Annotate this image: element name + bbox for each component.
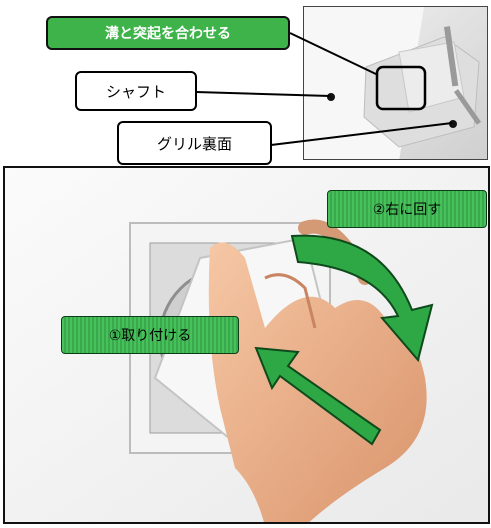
align-groove-label: 溝と突起を合わせる xyxy=(46,16,290,50)
leader-line-shaft xyxy=(195,91,331,97)
step-attach-callout: ①取り付ける xyxy=(61,316,239,354)
leader-line-groove xyxy=(289,32,379,76)
rotate-arrow xyxy=(290,234,434,363)
grille-back-label: グリル裏面 xyxy=(117,121,272,165)
leader-line-grille xyxy=(270,122,453,146)
attach-arrow xyxy=(254,346,382,446)
detail-photo-graphic xyxy=(304,7,487,159)
step-rotate-callout: ②右に回す xyxy=(327,190,487,228)
shaft-label: シャフト xyxy=(75,71,197,111)
detail-photo xyxy=(303,6,488,160)
